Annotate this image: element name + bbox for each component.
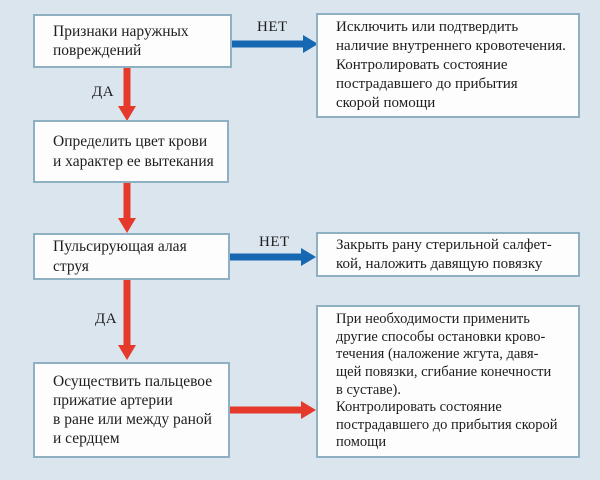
label-yes-bottom: ДА xyxy=(95,311,118,327)
box-internal-bleeding: Исключить или подтвердить наличие внутре… xyxy=(316,13,580,118)
flow-arrow-middle xyxy=(118,183,136,233)
box-external-signs: Признаки наружных повреждений xyxy=(33,14,232,68)
label-no-middle: НЕТ xyxy=(259,234,290,250)
box-finger-pressure: Осуществить пальцевое прижатие артерии в… xyxy=(33,362,230,458)
no-arrow-top xyxy=(232,35,318,53)
box-close-wound: Закрыть рану стерильной салфет- кой, нал… xyxy=(316,232,580,277)
flow-arrow-right xyxy=(230,401,316,419)
box-pulsing-stream: Пульсирующая алая струя xyxy=(33,233,230,280)
box-other-methods: При необходимости применить другие спосо… xyxy=(316,305,580,458)
yes-arrow-bottom xyxy=(118,280,136,360)
label-yes-top: ДА xyxy=(92,84,115,100)
yes-arrow-top xyxy=(118,68,136,121)
box-determine-blood: Определить цвет крови и характер ее выте… xyxy=(33,120,229,183)
label-no-top: НЕТ xyxy=(257,19,288,35)
